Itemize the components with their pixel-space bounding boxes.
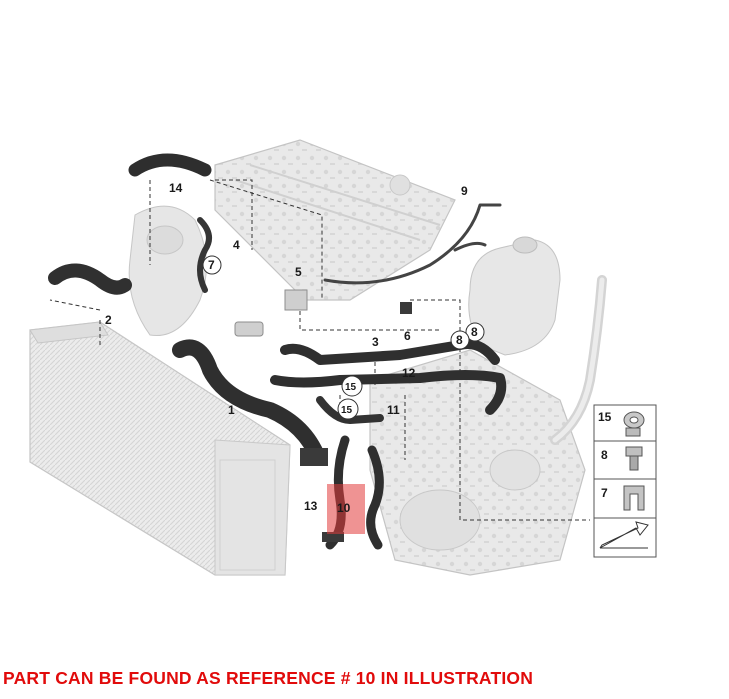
bracket-clip-icon bbox=[623, 485, 645, 511]
hose-3 bbox=[280, 339, 500, 365]
hose-12 bbox=[270, 370, 507, 415]
callout-15a: 15 bbox=[345, 382, 357, 393]
circled-callouts: 7 8 8 15 15 bbox=[202, 255, 485, 420]
callout-7: 7 bbox=[208, 258, 215, 272]
line-9 bbox=[323, 203, 502, 285]
callout-15b: 15 bbox=[341, 405, 353, 416]
clamp-icon bbox=[623, 411, 645, 437]
callout-6: 6 bbox=[404, 329, 411, 343]
callout-labels: 14 9 4 5 2 3 6 12 1 11 13 10 bbox=[105, 181, 468, 515]
callout-14: 14 bbox=[169, 181, 183, 195]
callout-1: 1 bbox=[228, 403, 235, 417]
legend-7-label: 7 bbox=[601, 486, 608, 500]
hose-14 bbox=[128, 153, 212, 177]
hose-11 bbox=[316, 396, 384, 424]
parts-legend: 15 8 7 bbox=[593, 404, 657, 558]
highlight-part-10 bbox=[327, 484, 365, 534]
cylinder-head bbox=[214, 139, 456, 301]
legend-8-label: 8 bbox=[601, 448, 608, 462]
leader-lines bbox=[49, 179, 590, 521]
callout-11: 11 bbox=[387, 403, 400, 417]
hose-2 bbox=[48, 263, 132, 295]
reference-caption: PART CAN BE FOUND AS REFERENCE # 10 IN I… bbox=[3, 668, 534, 688]
callout-13: 13 bbox=[304, 499, 318, 513]
callout-5: 5 bbox=[295, 265, 302, 279]
fittings bbox=[234, 289, 412, 542]
callout-3: 3 bbox=[372, 335, 379, 349]
legend-15-label: 15 bbox=[598, 410, 612, 424]
radiator bbox=[29, 321, 291, 576]
callout-8a: 8 bbox=[471, 325, 478, 339]
callout-9: 9 bbox=[461, 184, 468, 198]
hose-1 bbox=[172, 339, 326, 466]
hose-4 bbox=[197, 217, 212, 293]
callout-10: 10 bbox=[337, 501, 351, 515]
engine-block bbox=[369, 349, 586, 576]
bleed-screw-icon bbox=[625, 446, 643, 471]
direction-arrow-icon bbox=[599, 521, 649, 549]
hose-10 bbox=[366, 445, 384, 550]
callout-8b: 8 bbox=[456, 333, 463, 347]
callout-2: 2 bbox=[105, 313, 112, 327]
callout-12: 12 bbox=[402, 366, 416, 380]
callout-4: 4 bbox=[233, 238, 240, 252]
turbo-housing bbox=[128, 205, 207, 337]
expansion-tank bbox=[468, 236, 561, 356]
